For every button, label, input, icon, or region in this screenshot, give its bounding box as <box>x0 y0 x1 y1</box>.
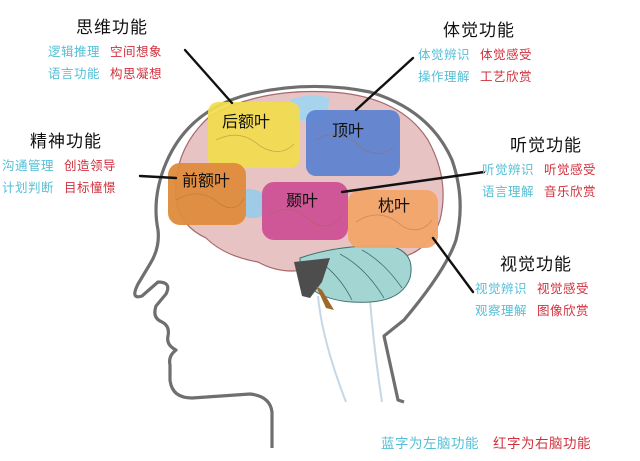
group-mental-function: 精神功能 沟通管理创造领导 计划判断目标憧憬 <box>2 127 116 196</box>
left-item: 语言功能 <box>48 66 101 81</box>
lobe-occipital <box>348 190 438 248</box>
left-item: 逻辑推理 <box>48 44 101 59</box>
group-thinking-function: 思维功能 逻辑推理空间想象 语言功能构思凝想 <box>48 13 162 82</box>
title-visual: 视觉功能 <box>500 255 572 275</box>
right-item: 听觉感受 <box>544 162 597 177</box>
right-item: 空间想象 <box>110 44 163 59</box>
left-item: 操作理解 <box>418 69 471 84</box>
right-item: 视觉感受 <box>537 281 590 296</box>
group-auditory-function: 听觉功能 听觉辨识听觉感受 语言理解音乐欣赏 <box>482 131 596 200</box>
label-posterior-frontal: 后额叶 <box>222 112 271 131</box>
lobe-parietal <box>306 110 400 176</box>
title-auditory: 听觉功能 <box>510 136 582 156</box>
leader-mental <box>138 174 178 180</box>
right-item: 创造领导 <box>64 158 117 173</box>
right-item: 体觉感受 <box>480 47 533 62</box>
label-parietal: 顶叶 <box>332 121 365 140</box>
leader-visual <box>431 236 475 294</box>
left-item: 计划判断 <box>2 180 55 195</box>
left-item: 视觉辨识 <box>475 281 528 296</box>
label-prefrontal: 前额叶 <box>182 171 231 190</box>
right-item: 构思凝想 <box>110 66 163 81</box>
right-item: 图像欣赏 <box>537 303 590 318</box>
label-occipital: 枕叶 <box>378 196 411 215</box>
left-item: 体觉辨识 <box>418 47 471 62</box>
leader-somatosensory <box>354 56 415 112</box>
title-thinking: 思维功能 <box>76 18 148 38</box>
legend-right-brain: 红字为右脑功能 <box>493 436 591 452</box>
left-item: 沟通管理 <box>2 158 55 173</box>
right-item: 工艺欣赏 <box>480 69 533 84</box>
label-temporal: 颞叶 <box>286 191 319 210</box>
lobe-prefrontal <box>168 163 246 225</box>
group-visual-function: 视觉功能 视觉辨识视觉感受 观察理解图像欣赏 <box>475 250 589 319</box>
leader-auditory <box>340 170 486 194</box>
title-somatosensory: 体觉功能 <box>443 21 515 41</box>
group-somatosensory-function: 体觉功能 体觉辨识体觉感受 操作理解工艺欣赏 <box>418 16 532 85</box>
leader-thinking <box>183 48 234 105</box>
left-item: 语言理解 <box>482 184 535 199</box>
left-item: 听觉辨识 <box>482 162 535 177</box>
legend-left-brain: 蓝字为左脑功能 <box>381 436 479 452</box>
right-item: 音乐欣赏 <box>544 184 597 199</box>
lobe-posterior-frontal <box>208 102 300 168</box>
color-legend: 蓝字为左脑功能红字为右脑功能 <box>381 432 591 452</box>
title-mental: 精神功能 <box>30 132 102 152</box>
right-item: 目标憧憬 <box>64 180 117 195</box>
lobe-temporal <box>262 182 348 240</box>
left-item: 观察理解 <box>475 303 528 318</box>
head-outline <box>133 84 462 448</box>
